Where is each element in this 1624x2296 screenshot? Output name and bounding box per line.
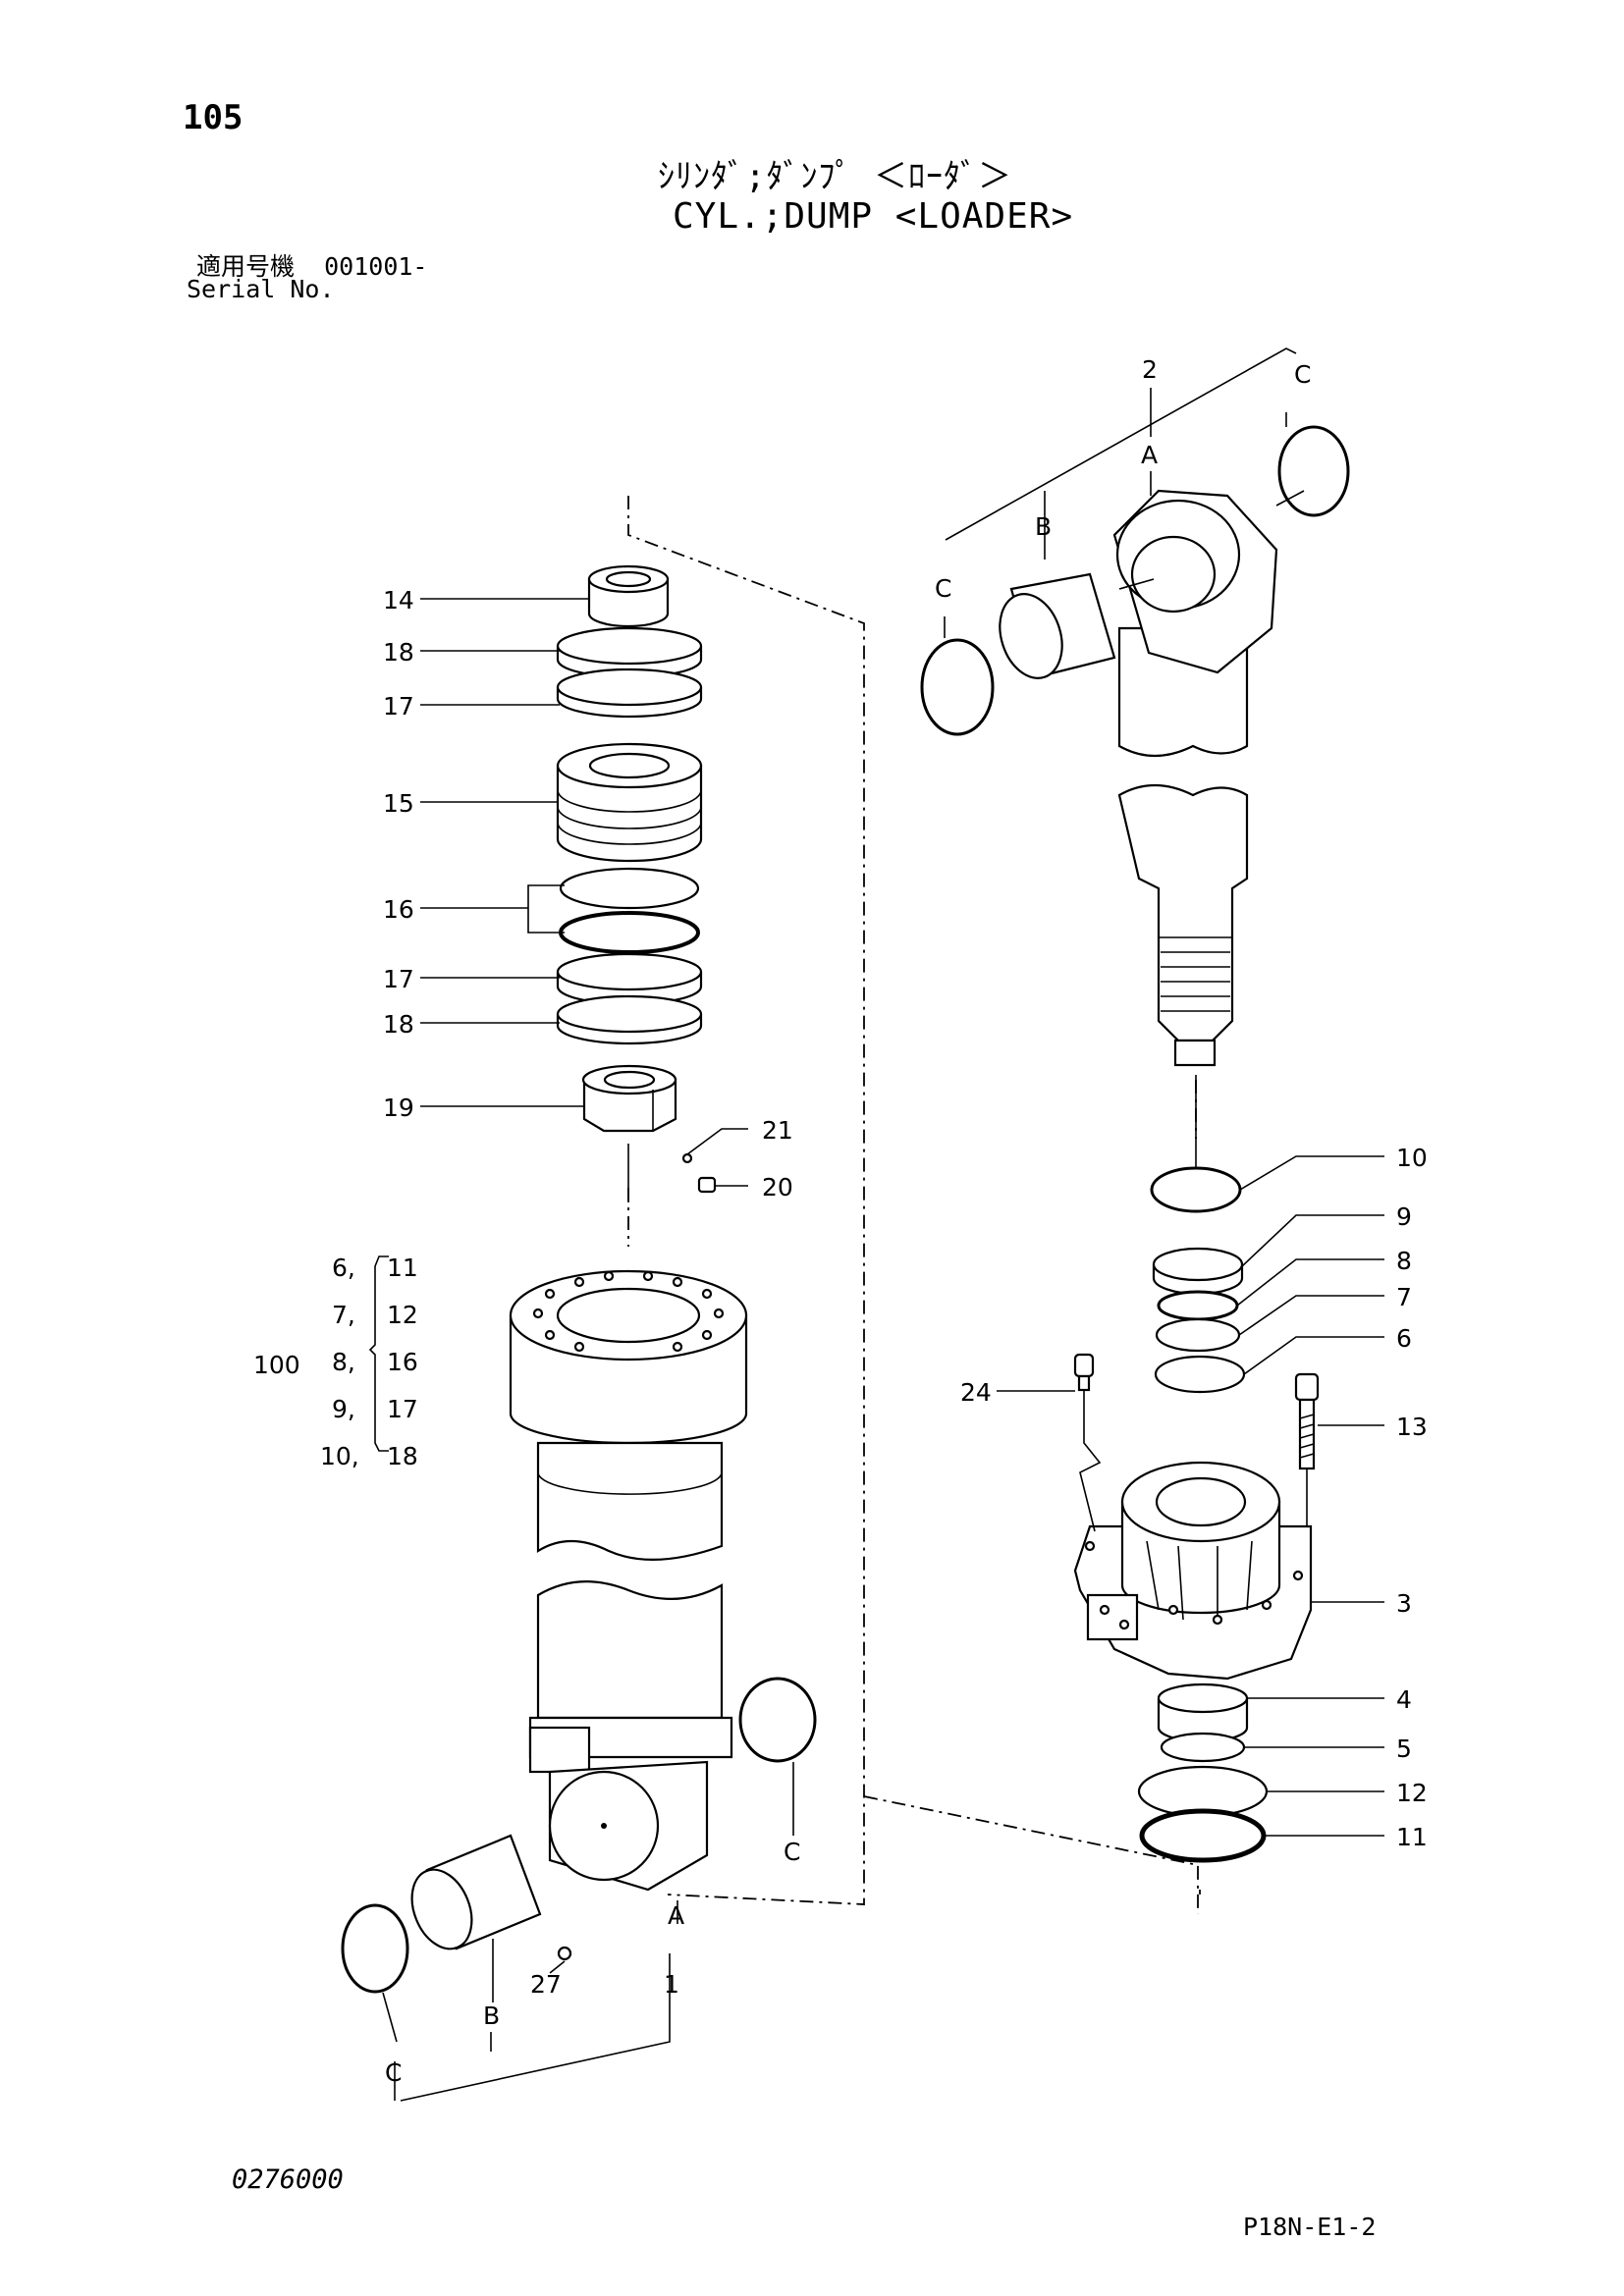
part-17-ring-upper [556,667,703,719]
part-7-ring [1155,1317,1241,1353]
label-left-1: 1 [664,1970,679,1999]
kit-row-4-b: 17 [387,1395,418,1423]
kit-row-1-b: 11 [387,1254,418,1282]
label-left-27: 27 [530,1970,562,1999]
piston-rod [1117,626,1249,1067]
title-japanese: ｼﾘﾝﾀﾞ;ﾀﾞﾝﾌﾟ ＜ﾛｰﾀﾞ＞ [658,157,1012,196]
label-left-a: A [668,1901,684,1930]
label-left-c-lower: C [385,2058,402,2087]
label-left-21: 21 [762,1116,793,1145]
label-right-24: 24 [960,1378,992,1407]
serial-label-jp: 適用号機 [196,252,296,281]
label-right-6: 6 [1396,1324,1412,1353]
part-19-nut [581,1064,677,1133]
kit-row-3-b: 16 [387,1348,418,1376]
part-17-ring-lower [556,952,703,1006]
part-c-seal-left-lower [341,1903,409,1994]
kit-row-2-a: 7, [332,1301,355,1329]
label-right-8: 8 [1396,1247,1412,1275]
right-boundary-line [863,1795,1199,1914]
label-right-10: 10 [1396,1144,1428,1172]
label-right-5: 5 [1396,1735,1412,1763]
title-english: CYL.;DUMP <LOADER> [673,196,1074,237]
label-left-15: 15 [383,789,414,818]
part-16-seal-b [559,911,700,954]
label-right-11: 11 [1396,1823,1428,1851]
left-leader-lines [368,598,794,2102]
part-c-seal-right-left [920,638,995,736]
label-left-18b: 18 [383,1010,414,1039]
part-8-ring [1157,1290,1239,1321]
part-c-seal-right-top [1277,425,1350,517]
part-9-ring [1152,1247,1244,1296]
part-5-ring [1160,1732,1246,1763]
part-b-bushing-left [410,1834,542,1950]
kit-row-5-a: 10, [320,1442,359,1470]
label-left-14: 14 [383,586,414,614]
label-left-18a: 18 [383,638,414,667]
part-21-ball [681,1152,693,1164]
part-14-bushing [587,564,670,628]
serial-value: 001001- [324,252,428,281]
label-left-b: B [483,2002,500,2030]
part-6-ring [1154,1355,1246,1394]
part-4-bushing [1157,1682,1249,1743]
label-right-a: A [1141,441,1158,469]
part-10-ring [1150,1166,1242,1213]
part-16-seal-a [559,867,700,910]
part-18-ring-lower [556,994,703,1045]
serial-label-en: Serial No. [187,275,335,303]
kit-row-2-b: 12 [387,1301,418,1329]
kit-row-4-a: 9, [332,1395,355,1423]
label-right-2: 2 [1142,355,1158,384]
kit-group-label: 100 [253,1351,300,1379]
right-leader-lines [944,347,1384,1837]
label-left-c-upper: C [784,1838,800,1866]
cylinder-tube-upper [536,1441,724,1561]
label-left-19: 19 [383,1094,414,1122]
cylinder-head-flange [509,1269,748,1445]
label-left-20: 20 [762,1173,793,1201]
label-right-c-top: C [1294,360,1311,389]
part-15-piston [556,742,703,863]
label-left-16: 16 [383,895,414,924]
part-11-oring [1139,1808,1267,1863]
kit-row-5-b: 18 [387,1442,418,1470]
footer-page-code: P18N-E1-2 [1243,2213,1377,2241]
label-left-17b: 17 [383,965,414,993]
label-right-c-left: C [935,574,951,603]
part-13-bolt [1294,1372,1320,1470]
part-b-bushing-right [999,572,1116,679]
label-right-12: 12 [1396,1779,1428,1807]
part-20-screw [697,1176,717,1194]
label-right-9: 9 [1396,1202,1412,1231]
part-3-gland [1073,1461,1313,1681]
label-right-b: B [1035,512,1052,541]
part-24-grease-fitting [1073,1353,1095,1392]
serial-line: 適用号機 001001- [196,247,427,283]
kit-row-1-a: 6, [332,1254,355,1282]
footer-drawing-code: 0276000 [232,2164,344,2195]
label-right-3: 3 [1396,1589,1412,1618]
label-right-13: 13 [1396,1413,1428,1441]
label-left-17a: 17 [383,692,414,721]
left-boundary-line [627,496,865,1905]
part-27-grease-fitting [557,1946,572,1961]
label-right-4: 4 [1396,1685,1412,1714]
label-right-7: 7 [1396,1283,1412,1311]
part-c-seal-left-upper [738,1677,817,1763]
kit-row-3-a: 8, [332,1348,355,1376]
cylinder-tube-lower [528,1580,733,1892]
page-number: 105 [183,98,244,137]
